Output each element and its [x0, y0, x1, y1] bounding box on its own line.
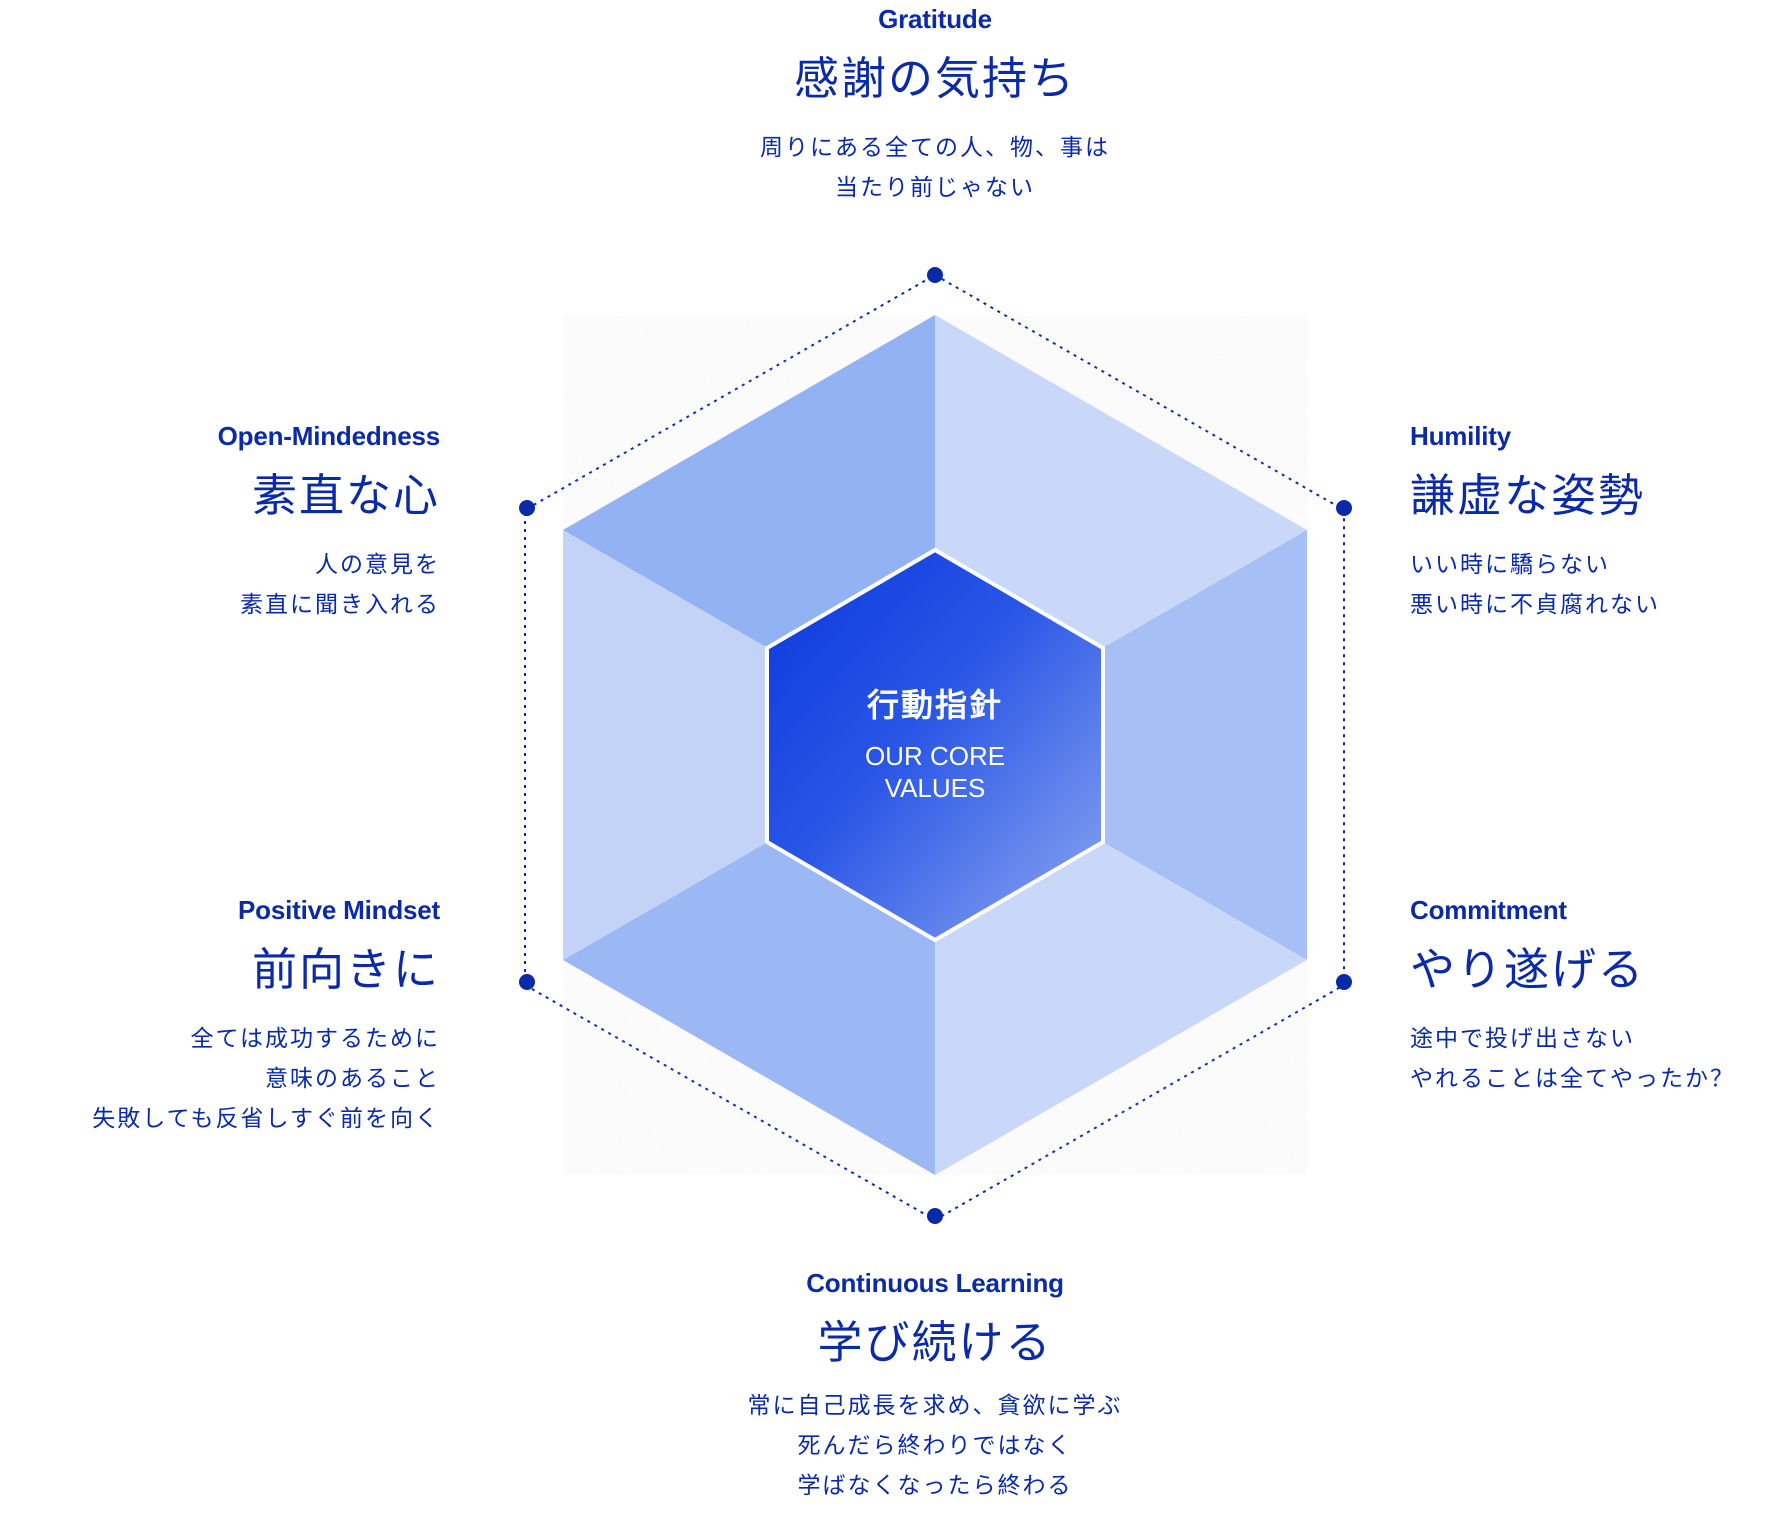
value-jp-title: 感謝の気持ち [793, 52, 1076, 105]
segment-bottom-right [935, 840, 1307, 1175]
value-description: 途中で投げ出さない やれることは全てやったか？ [1410, 1019, 1735, 1099]
value-jp-title: やり遂げる [1410, 943, 1646, 996]
core-hexagon [765, 547, 1105, 943]
description-line: 失敗しても反省しすぐ前を向く [92, 1106, 440, 1132]
value-positive-mindset: Positive Mindset 前向きに 全ては成功するために 意味のあること… [92, 895, 440, 1139]
vertex-dot-top [927, 267, 943, 283]
segment-right [1099, 530, 1307, 960]
value-hexagon [563, 315, 1307, 1175]
value-jp-title: 謙虚な姿勢 [1410, 469, 1646, 522]
description-line: 学ばなくなったら終わる [797, 1473, 1073, 1499]
segment-bottom-left [563, 840, 935, 1175]
description-line: 常に自己成長を求め、貪欲に学ぶ [747, 1393, 1123, 1419]
value-jp-title: 学び続ける [817, 1316, 1053, 1369]
value-continuous-learning: Continuous Learning 学び続ける 常に自己成長を求め、貪欲に学… [748, 1268, 1123, 1506]
description-line: 意味のあること [265, 1066, 440, 1092]
vertex-dot-bottom-left [519, 974, 535, 990]
vertex-dot-top-right [1336, 500, 1352, 516]
core-title-en-line2: VALUES [884, 773, 986, 803]
description-line: 素直に聞き入れる [240, 592, 440, 618]
value-description: 全ては成功するために 意味のあること 失敗しても反省しすぐ前を向く [92, 1019, 440, 1139]
value-en-label: Positive Mindset [238, 895, 440, 925]
value-description: 人の意見を 素直に聞き入れる [218, 545, 440, 625]
value-description: 常に自己成長を求め、貪欲に学ぶ 死んだら終わりではなく 学ばなくなったら終わる [748, 1386, 1123, 1506]
value-en-label: Humility [1410, 421, 1511, 451]
description-line: 当たり前じゃない [835, 175, 1035, 201]
value-gratitude: Gratitude 感謝の気持ち 周りにある全ての人、物、事は 当たり前じゃない [760, 4, 1110, 208]
value-commitment: Commitment やり遂げる 途中で投げ出さない やれることは全てやったか？ [1410, 895, 1735, 1099]
value-jp-title: 前向きに [251, 943, 440, 996]
description-line: いい時に驕らない [1410, 552, 1610, 578]
segment-top-left [563, 315, 935, 650]
value-jp-title: 素直な心 [251, 469, 440, 522]
value-description: いい時に驕らない 悪い時に不貞腐れない [1410, 545, 1660, 625]
value-en-label: Commitment [1410, 895, 1567, 925]
value-en-label: Continuous Learning [806, 1268, 1064, 1298]
vertex-dot-bottom-right [1336, 974, 1352, 990]
description-line: 全ては成功するために [190, 1026, 440, 1052]
description-line: 周りにある全ての人、物、事は [760, 135, 1110, 161]
core-title-jp: 行動指針 [866, 686, 1004, 724]
value-open-mindedness: Open-Mindedness 素直な心 人の意見を 素直に聞き入れる [217, 421, 441, 625]
segment-top-right [935, 315, 1307, 650]
core-title-en-line1: OUR CORE [864, 741, 1006, 771]
value-en-label: Open-Mindedness [217, 421, 441, 451]
value-humility: Humility 謙虚な姿勢 いい時に驕らない 悪い時に不貞腐れない [1410, 421, 1660, 625]
description-line: 死んだら終わりではなく [797, 1433, 1073, 1459]
description-line: やれることは全てやったか？ [1410, 1066, 1735, 1092]
vertex-dot-bottom [927, 1208, 943, 1224]
value-description: 周りにある全ての人、物、事は 当たり前じゃない [760, 128, 1110, 208]
segment-left [563, 530, 771, 960]
core-title-en: OUR CORE VALUES [865, 740, 1005, 804]
description-line: 途中で投げ出さない [1410, 1026, 1635, 1052]
description-line: 人の意見を [315, 552, 440, 578]
vertex-dot-top-left [519, 500, 535, 516]
value-en-label: Gratitude [878, 4, 992, 34]
description-line: 悪い時に不貞腐れない [1410, 592, 1660, 618]
